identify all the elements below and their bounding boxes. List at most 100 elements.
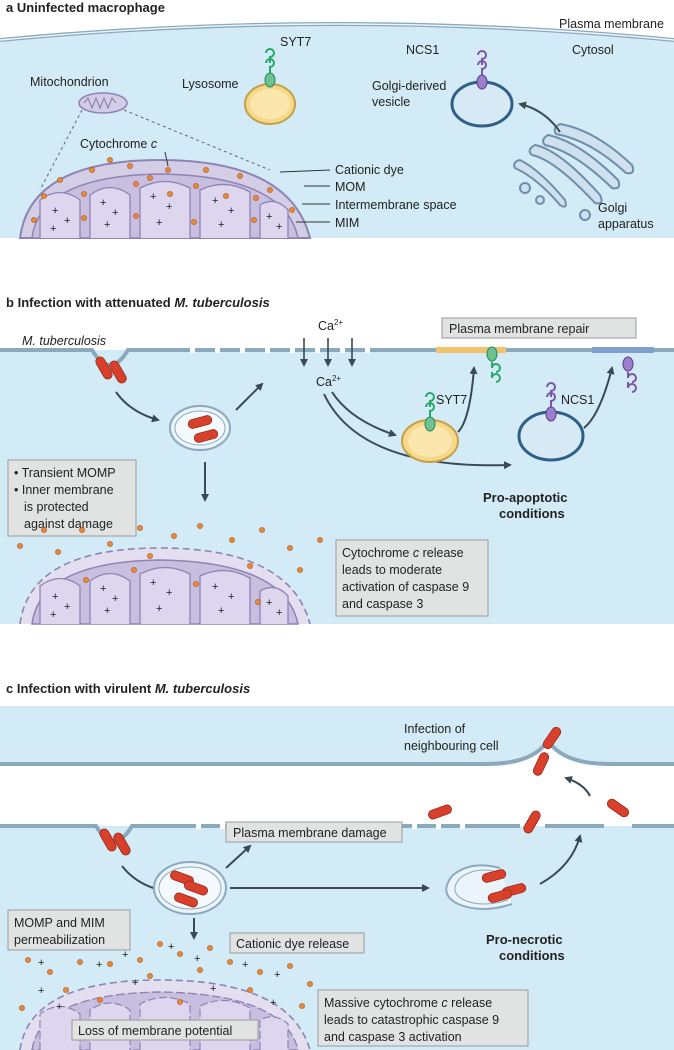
svg-text:permeabilization: permeabilization <box>14 933 105 947</box>
svg-text:+: + <box>52 205 58 217</box>
svg-text:+: + <box>64 215 70 227</box>
ncs1-label-b: NCS1 <box>561 393 594 407</box>
pro-apoptotic-label-1: Pro-apoptotic <box>483 490 568 505</box>
svg-text:• Transient MOMP: • Transient MOMP <box>14 466 116 480</box>
membrane-potential-loss-box: Loss of membrane potential <box>71 1019 259 1041</box>
svg-text:+: + <box>56 1001 62 1013</box>
golgi-vesicle-label-2: vesicle <box>372 95 410 109</box>
panel-c: c Infection with virulent M. tuberculosi… <box>0 681 674 1050</box>
damaged-phagosome <box>445 864 528 910</box>
svg-text:MOMP and MIM: MOMP and MIM <box>14 916 105 930</box>
svg-text:Plasma membrane damage: Plasma membrane damage <box>233 826 387 840</box>
svg-text:+: + <box>50 223 56 235</box>
golgi-vesicle <box>450 50 514 128</box>
golgi-label-2: apparatus <box>598 217 654 231</box>
panel-c-title: c Infection with virulent M. tuberculosi… <box>6 681 250 696</box>
cytosol-label: Cytosol <box>572 43 614 57</box>
mitochondrion-large <box>18 158 312 239</box>
membrane-potential-charges: +++ +++ +++ +++ ++ <box>50 191 282 235</box>
svg-text:+: + <box>194 953 200 965</box>
released-cytochrome-dots-b <box>17 523 323 605</box>
ca-top-label: Ca2+ <box>318 318 343 333</box>
svg-text:+: + <box>38 957 44 969</box>
golgi-label-1: Golgi <box>598 201 627 215</box>
momp-box-b: • Transient MOMP • Inner membrane is pro… <box>7 459 137 537</box>
svg-text:leads to catastrophic caspase: leads to catastrophic caspase 9 <box>324 1013 499 1027</box>
svg-text:+: + <box>212 195 218 207</box>
svg-text:+: + <box>122 949 128 961</box>
svg-text:+: + <box>112 593 118 605</box>
svg-text:+: + <box>112 207 118 219</box>
svg-text:+: + <box>210 983 216 995</box>
svg-text:Cytochrome c release: Cytochrome c release <box>342 546 464 560</box>
svg-text:+: + <box>166 587 172 599</box>
panel-a-title: a Uninfected macrophage <box>6 0 165 15</box>
cytochrome-label: Cytochrome c <box>80 137 158 151</box>
svg-text:against damage: against damage <box>24 517 113 531</box>
intermembrane-space-label: Intermembrane space <box>335 198 457 212</box>
svg-text:+: + <box>156 217 162 229</box>
cationic-dye-label: Cationic dye <box>335 163 404 177</box>
svg-text:+: + <box>156 603 162 615</box>
svg-text:+: + <box>228 591 234 603</box>
svg-text:+: + <box>166 201 172 213</box>
svg-text:• Inner membrane: • Inner membrane <box>14 483 114 497</box>
lysosome-label: Lysosome <box>182 77 239 91</box>
plasma-membrane-label: Plasma membrane <box>559 17 664 31</box>
cytochrome-release-box-b: Cytochrome c release leads to moderate a… <box>335 539 489 617</box>
phagosome-b <box>169 405 231 451</box>
syt7-label-a: SYT7 <box>280 35 311 49</box>
phagosome-c <box>153 861 227 915</box>
neighbouring-cell <box>0 706 674 764</box>
svg-text:+: + <box>276 221 282 233</box>
golgi-vesicle-b <box>517 382 585 462</box>
svg-text:+: + <box>168 941 174 953</box>
svg-text:and caspase 3 activation: and caspase 3 activation <box>324 1030 462 1044</box>
plasma-membrane-repair-label: Plasma membrane repair <box>449 322 589 336</box>
ncs1-fused <box>622 356 637 393</box>
pro-necrotic-label-1: Pro-necrotic <box>486 932 563 947</box>
svg-text:+: + <box>228 205 234 217</box>
ncs1-label-a: NCS1 <box>406 43 439 57</box>
svg-text:+: + <box>150 577 156 589</box>
svg-text:+: + <box>270 997 276 1009</box>
infection-label-2: neighbouring cell <box>404 739 499 753</box>
svg-text:+: + <box>64 601 70 613</box>
mitochondrion-label: Mitochondrion <box>30 75 109 89</box>
ca-mid-label: Ca2+ <box>316 374 341 389</box>
svg-text:+: + <box>50 609 56 621</box>
svg-text:+: + <box>218 219 224 231</box>
cationic-dye-dots <box>31 157 295 225</box>
mom-label: MOM <box>335 180 366 194</box>
svg-text:+: + <box>266 211 272 223</box>
pro-necrotic-label-2: conditions <box>499 948 565 963</box>
svg-text:+: + <box>104 219 110 231</box>
golgi-apparatus-icon <box>513 122 635 221</box>
svg-text:+: + <box>38 985 44 997</box>
svg-text:+: + <box>218 605 224 617</box>
panel-b-title: b Infection with attenuated M. tuberculo… <box>6 295 270 310</box>
svg-text:+: + <box>96 959 102 971</box>
infection-label-1: Infection of <box>404 722 466 736</box>
svg-text:+: + <box>100 583 106 595</box>
released-dye-and-charges: ++++ ++++ ++++ <box>19 941 313 1013</box>
svg-text:+: + <box>212 581 218 593</box>
panel-a: a Uninfected macrophage Plasma membrane … <box>0 0 674 239</box>
dye-release-box: Cationic dye release <box>229 932 365 954</box>
lysosome <box>244 48 296 125</box>
golgi-vesicle-label-1: Golgi-derived <box>372 79 446 93</box>
massive-release-box: Massive cytochrome c release leads to ca… <box>317 989 529 1047</box>
membrane-potential-charges-b: +++ +++ +++ +++ ++ <box>50 577 282 621</box>
svg-text:+: + <box>150 191 156 203</box>
svg-text:Loss of membrane potential: Loss of membrane potential <box>78 1024 232 1038</box>
svg-text:Massive cytochrome c release: Massive cytochrome c release <box>324 996 492 1010</box>
membrane-pores <box>190 347 370 353</box>
svg-text:+: + <box>242 959 248 971</box>
svg-text:activation of caspase 9: activation of caspase 9 <box>342 580 469 594</box>
svg-text:and caspase 3: and caspase 3 <box>342 597 423 611</box>
svg-text:leads to moderate: leads to moderate <box>342 563 442 577</box>
svg-text:+: + <box>52 591 58 603</box>
plasma-membrane-damage-box: Plasma membrane damage <box>225 821 403 843</box>
mitochondrion-b <box>19 547 311 625</box>
